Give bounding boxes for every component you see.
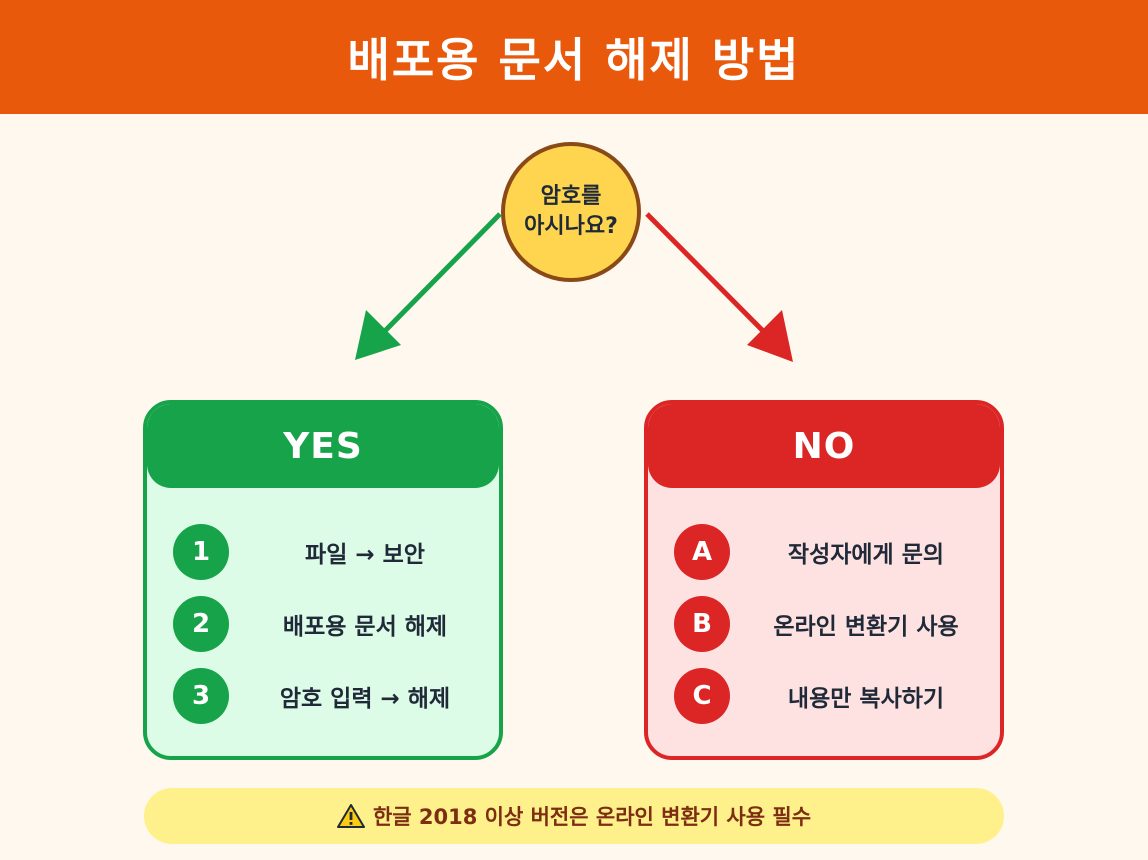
no-step-c: C 내용만 복사하기 xyxy=(648,660,1000,732)
step-label: 작성자에게 문의 xyxy=(787,542,945,568)
warning-icon xyxy=(336,804,365,828)
yes-card: YES 1 파일 → 보안 2 배포용 문서 해제 3 암호 입력 → 해제 xyxy=(143,400,503,760)
step-label: 파일 → 보안 xyxy=(305,542,425,568)
decision-question: 암호를 아시나요? xyxy=(501,142,641,282)
yes-step-1: 1 파일 → 보안 xyxy=(147,516,499,588)
step-badge: 2 xyxy=(173,596,229,652)
no-step-b: B 온라인 변환기 사용 xyxy=(648,588,1000,660)
step-badge: 3 xyxy=(173,668,229,724)
step-label: 암호 입력 → 해제 xyxy=(279,686,451,712)
no-card-header: NO xyxy=(648,404,1000,488)
warning-note-text: 한글 2018 이상 버전은 온라인 변환기 사용 필수 xyxy=(372,805,812,829)
no-card-title: NO xyxy=(792,425,856,467)
step-badge: 1 xyxy=(173,524,229,580)
yes-arrow-head xyxy=(355,310,401,360)
step-label: 온라인 변환기 사용 xyxy=(773,614,959,640)
yes-card-title: YES xyxy=(283,425,363,467)
step-badge: B xyxy=(674,596,730,652)
yes-step-2: 2 배포용 문서 해제 xyxy=(147,588,499,660)
header-banner: 배포용 문서 해제 방법 xyxy=(0,0,1148,114)
yes-arrow-line xyxy=(378,212,502,338)
question-line-1: 암호를 xyxy=(540,184,602,209)
yes-card-header: YES xyxy=(147,404,499,488)
no-step-a: A 작성자에게 문의 xyxy=(648,516,1000,588)
step-label: 배포용 문서 해제 xyxy=(282,614,448,640)
page-title: 배포용 문서 해제 방법 xyxy=(347,33,801,87)
yes-steps: 1 파일 → 보안 2 배포용 문서 해제 3 암호 입력 → 해제 xyxy=(147,516,499,732)
step-label: 내용만 복사하기 xyxy=(787,686,945,712)
no-card: NO A 작성자에게 문의 B 온라인 변환기 사용 C 내용만 복사하기 xyxy=(644,400,1004,760)
question-line-2: 아시나요? xyxy=(524,214,618,239)
no-arrow-line xyxy=(645,212,770,338)
step-badge: C xyxy=(674,668,730,724)
no-steps: A 작성자에게 문의 B 온라인 변환기 사용 C 내용만 복사하기 xyxy=(648,516,1000,732)
no-arrow-head xyxy=(747,310,793,362)
yes-step-3: 3 암호 입력 → 해제 xyxy=(147,660,499,732)
step-badge: A xyxy=(674,524,730,580)
warning-note: 한글 2018 이상 버전은 온라인 변환기 사용 필수 xyxy=(144,788,1004,844)
